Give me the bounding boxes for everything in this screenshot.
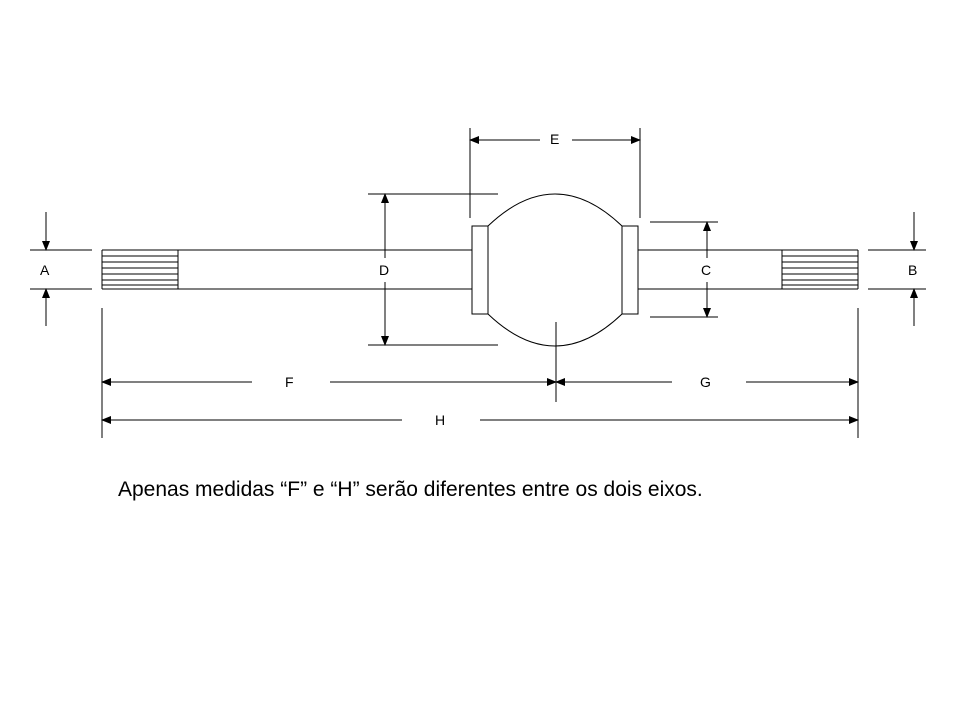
label-a: A [40, 262, 50, 278]
label-b: B [908, 262, 917, 278]
label-f: F [285, 374, 294, 390]
dimension-h: H [101, 412, 859, 428]
label-g: G [700, 374, 711, 390]
dimension-d: D [368, 193, 498, 346]
label-d: D [379, 262, 389, 278]
label-c: C [701, 262, 711, 278]
dimension-f-g: F G [101, 308, 859, 438]
label-e: E [550, 131, 559, 147]
right-spline [781, 250, 858, 289]
dimension-a: A [30, 212, 92, 326]
dimension-e: E [469, 128, 641, 218]
shaft [101, 249, 859, 290]
caption-note: Apenas medidas “F” e “H” serão diferente… [118, 478, 703, 501]
left-spline [102, 250, 179, 289]
center-ball [471, 193, 639, 347]
dimension-b: B [868, 212, 926, 326]
label-h: H [435, 412, 445, 428]
dimension-c: C [650, 221, 718, 318]
